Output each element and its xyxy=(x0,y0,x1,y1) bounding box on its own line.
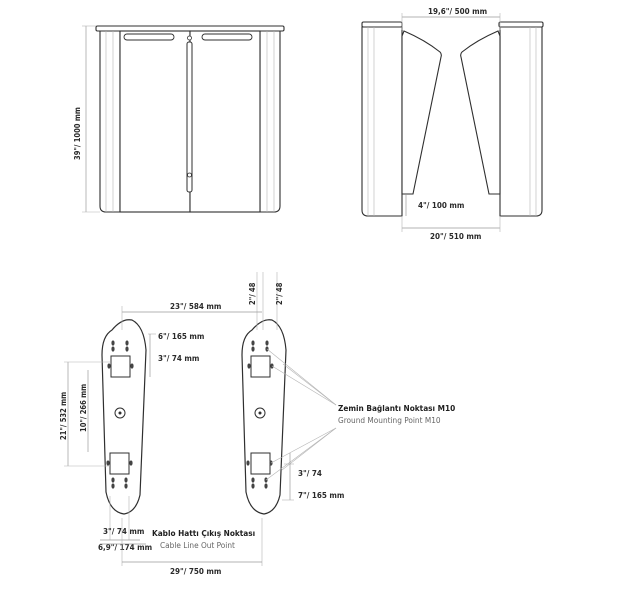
side-right-wing xyxy=(460,30,501,195)
plan-right-top-square xyxy=(250,355,271,378)
side-width-bottom-label: 20"/ 510 mm xyxy=(430,232,481,241)
plan-height-outer-label: 21"/ 532 mm xyxy=(59,392,68,440)
plan-bottom-size-label: 3"/ 74 mm xyxy=(103,527,144,536)
plan-view-left: 6"/ 165 mm 3"/ 74 mm 21"/ 532 mm 10"/ 26… xyxy=(59,319,255,552)
front-right-handle xyxy=(201,33,253,41)
cable-line-label-tr: Kablo Hattı Çıkış Noktası xyxy=(152,528,255,538)
ground-mounting-label-tr: Zemin Bağlantı Noktası M10 xyxy=(338,403,455,413)
plan-right-bottom-square xyxy=(250,452,271,475)
side-view: 19,6"/ 500 mm 4"/ 100 mm 20"/ 510 mm xyxy=(361,7,544,241)
plan-right-size-label: 3"/ 74 xyxy=(298,469,322,478)
front-left-cabinet xyxy=(99,30,121,213)
side-gap-label: 4"/ 100 mm xyxy=(418,201,464,210)
plan-overall-width-label: 23"/ 584 mm xyxy=(170,302,221,311)
front-left-handle xyxy=(123,33,175,41)
plan-height-inner-label: 10"/ 266 mm xyxy=(79,384,88,432)
plan-bottom-offset-label: 6,9"/ 174 mm xyxy=(98,543,152,552)
front-view: 39"/ 1000 mm xyxy=(73,25,285,213)
front-height-label: 39"/ 1000 mm xyxy=(73,107,82,160)
plan-right-body xyxy=(241,319,287,515)
plan-left-body xyxy=(101,319,147,515)
front-right-cabinet xyxy=(259,30,281,213)
front-center-pole xyxy=(186,41,193,193)
plan-total-width-label: 29"/ 750 mm xyxy=(170,567,221,576)
plan-top-right-vert-label: 2"/ 48 xyxy=(275,282,284,305)
cable-line-label-en: Cable Line Out Point xyxy=(160,540,235,550)
plan-hole-size-label: 3"/ 74 mm xyxy=(158,354,199,363)
plan-view-right: 2"/ 48 2"/ 48 23"/ 584 mm Zemin Bağlantı… xyxy=(121,272,455,576)
front-left-door xyxy=(119,30,191,213)
front-top-cap xyxy=(95,25,285,32)
side-left-cabinet xyxy=(361,26,403,217)
plan-top-left-vert-label: 2"/ 48 xyxy=(248,282,257,305)
side-left-wing xyxy=(401,30,442,195)
plan-left-top-square xyxy=(110,355,131,378)
plan-right-offset-label: 7"/ 165 mm xyxy=(298,491,344,500)
front-right-door xyxy=(189,30,261,213)
plan-hole-offset-label: 6"/ 165 mm xyxy=(158,332,204,341)
plan-left-bottom-square xyxy=(109,452,130,475)
ground-mounting-label-en: Ground Mounting Point M10 xyxy=(338,415,441,425)
side-width-top-label: 19,6"/ 500 mm xyxy=(428,7,487,16)
